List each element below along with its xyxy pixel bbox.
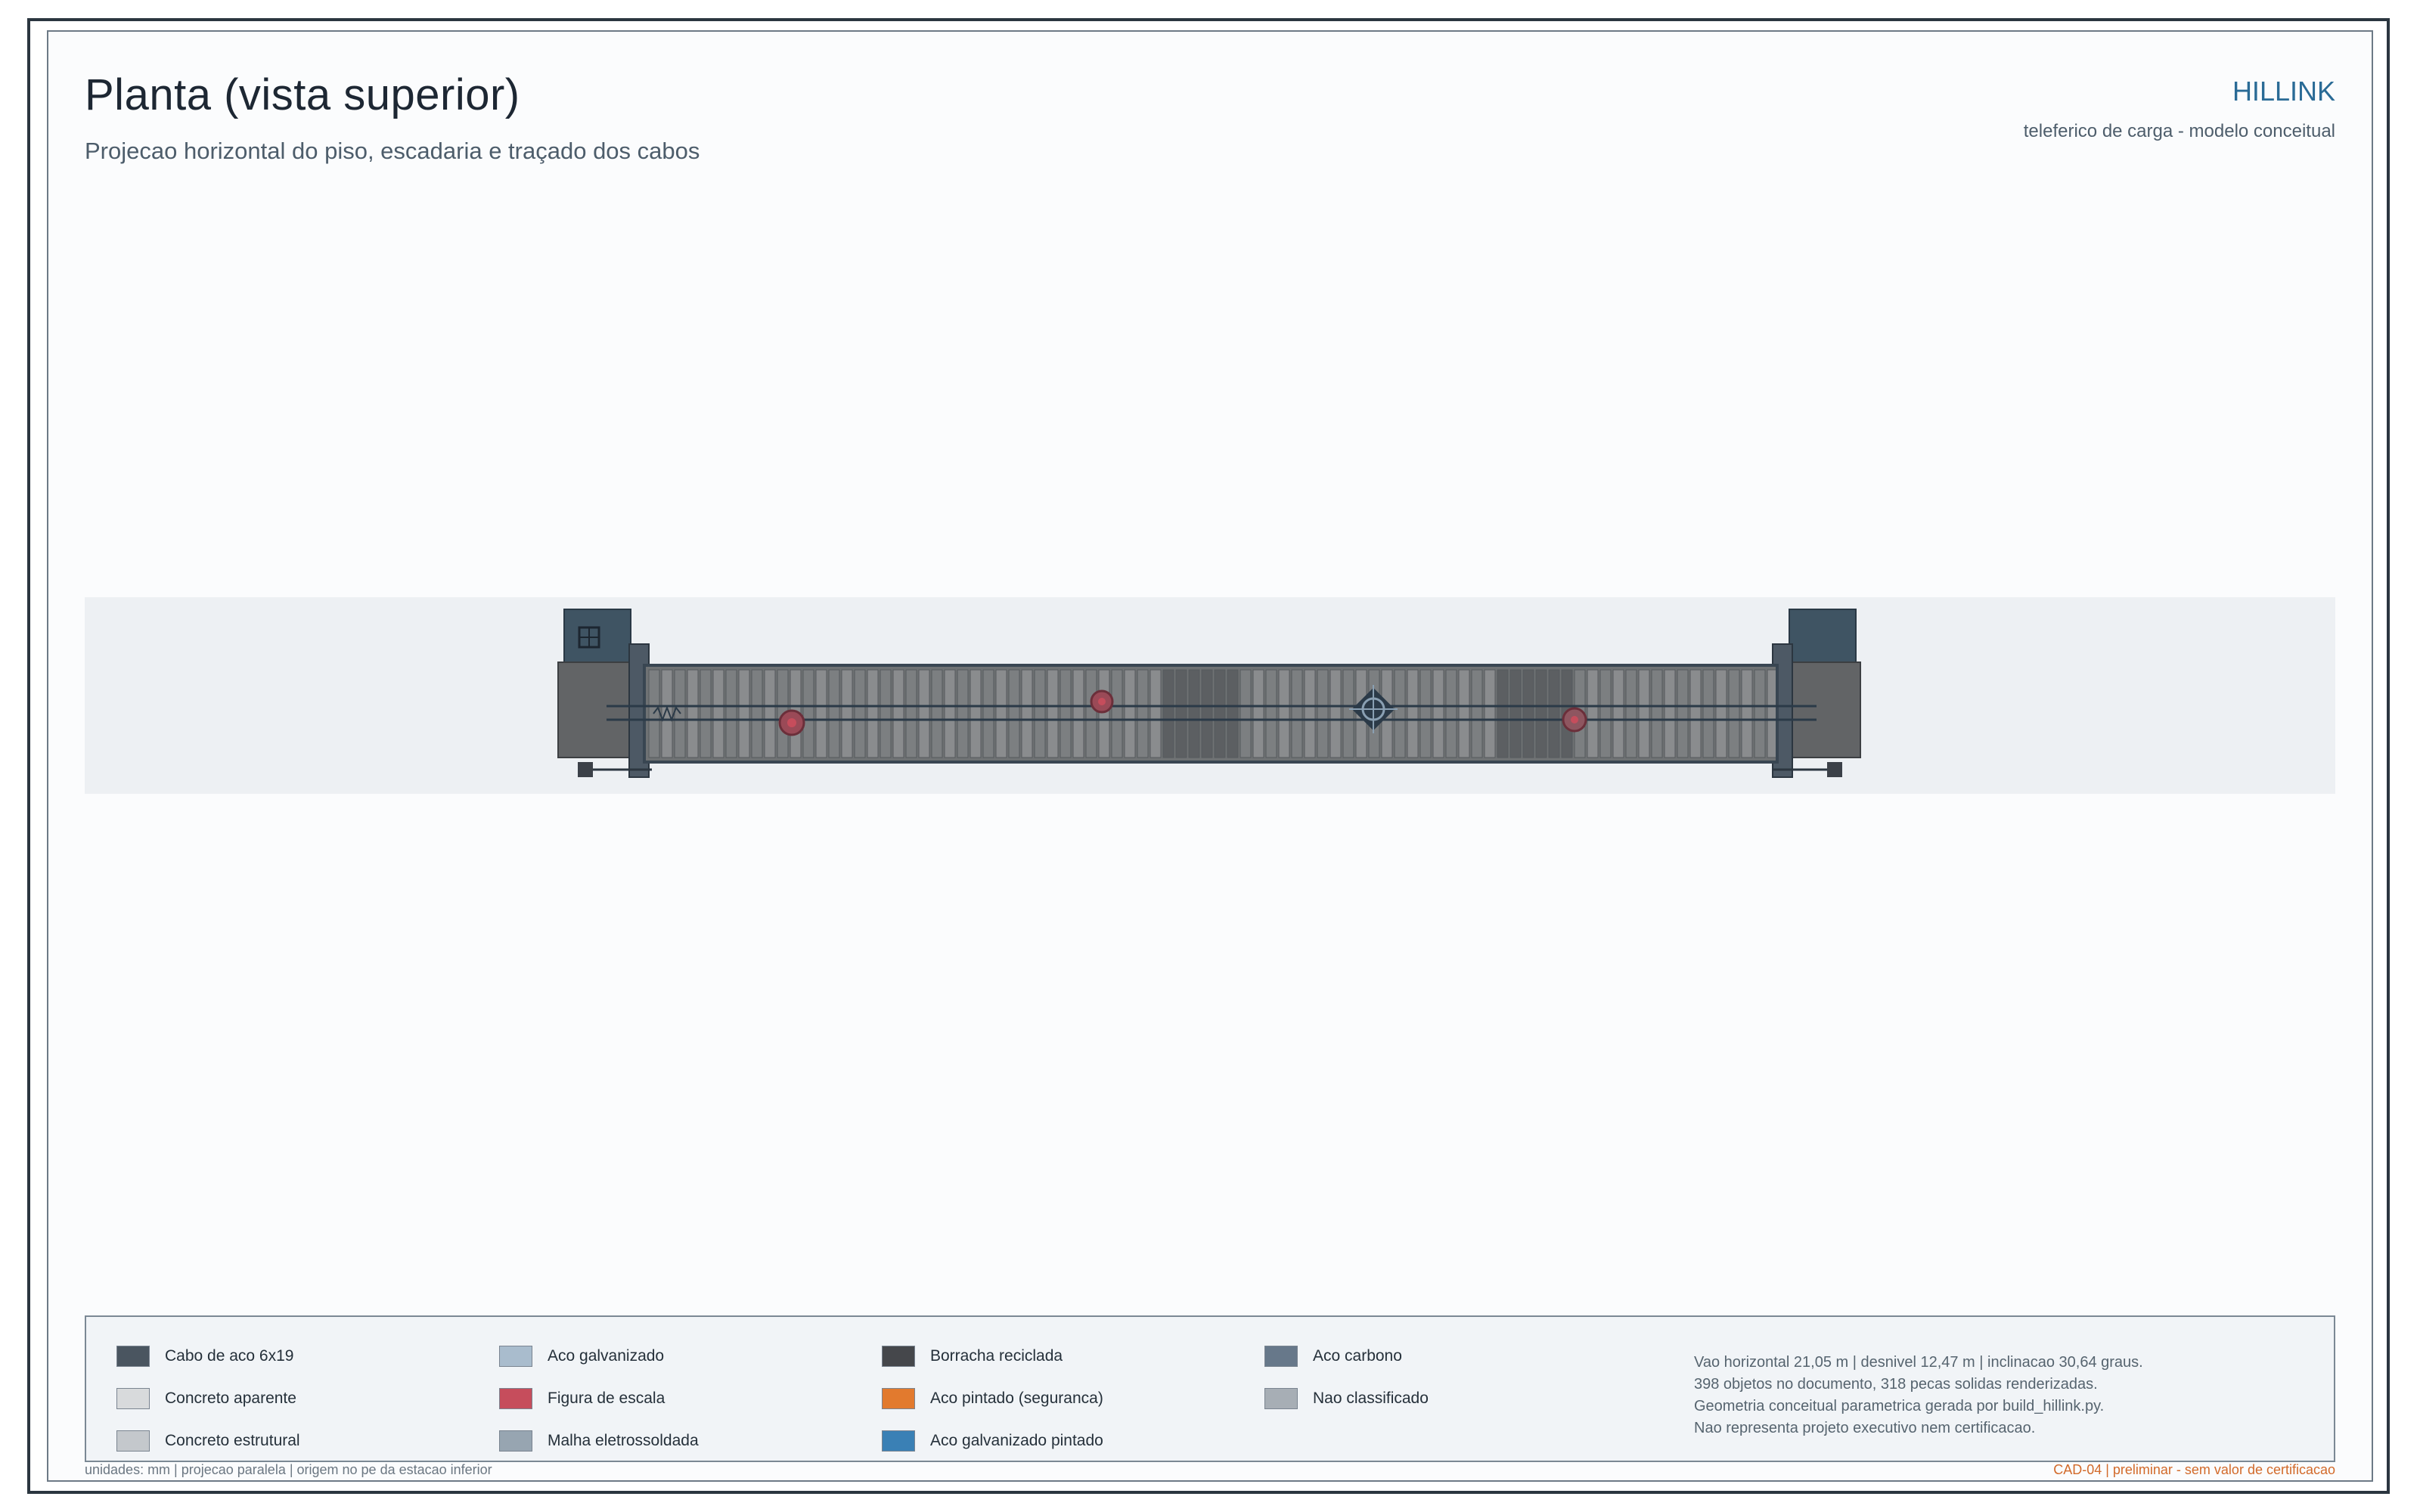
legend-item: Aco galvanizado	[499, 1344, 664, 1368]
cabin-carriage	[1349, 685, 1398, 733]
info-line: 398 objetos no documento, 318 pecas soli…	[1694, 1376, 2098, 1393]
page-title: Planta (vista superior)	[85, 70, 520, 119]
legend-swatch	[882, 1388, 915, 1409]
legend-label: Figura de escala	[548, 1390, 666, 1407]
legend-label: Borracha reciclada	[930, 1347, 1063, 1365]
brand-logo-text: HILLINK	[2232, 76, 2335, 107]
legend-swatch	[1264, 1388, 1298, 1409]
legend-swatch	[116, 1346, 150, 1367]
legend-item: Concreto estrutural	[116, 1429, 300, 1453]
legend-item: Nao classificado	[1264, 1387, 1429, 1411]
legend-label: Aco galvanizado	[548, 1347, 665, 1365]
page-subtitle: Projecao horizontal do piso, escadaria e…	[85, 138, 700, 164]
legend-label: Malha eletrossoldada	[548, 1432, 699, 1449]
deck-platform	[643, 664, 1779, 764]
scale-figures	[778, 689, 1587, 736]
legend-swatch	[882, 1346, 915, 1367]
info-line: Nao representa projeto executivo nem cer…	[1694, 1420, 2036, 1436]
legend-label: Cabo de aco 6x19	[165, 1347, 294, 1365]
footer-drawing-code: CAD-04 | preliminar - sem valor de certi…	[2053, 1462, 2335, 1477]
stair-treads	[648, 669, 1779, 758]
legend-swatch	[499, 1388, 532, 1409]
legend-item: Figura de escala	[499, 1387, 665, 1411]
legend-swatch	[1264, 1346, 1298, 1367]
legend-item: Cabo de aco 6x19	[116, 1344, 293, 1368]
legend-item: Aco carbono	[1264, 1344, 1402, 1368]
legend-item: Malha eletrossoldada	[499, 1429, 699, 1453]
drawing-area	[85, 597, 2335, 794]
lower-station	[557, 609, 652, 778]
info-notes: Vao horizontal 21,05 m | desnivel 12,47 …	[1694, 1352, 2314, 1439]
legend-item: Aco galvanizado pintado	[882, 1429, 1103, 1453]
legend-label: Aco carbono	[1313, 1347, 1402, 1365]
legend-item: Aco pintado (seguranca)	[882, 1387, 1103, 1411]
cable-lines	[607, 705, 1817, 721]
legend-swatch	[882, 1430, 915, 1452]
legend-swatch	[116, 1430, 150, 1452]
legend-label: Aco galvanizado pintado	[930, 1432, 1103, 1449]
brand-subtitle: teleferico de carga - modelo conceitual	[2023, 121, 2335, 141]
legend-swatch	[499, 1430, 532, 1452]
info-line: Geometria conceitual parametrica gerada …	[1694, 1398, 2105, 1414]
info-line: Vao horizontal 21,05 m | desnivel 12,47 …	[1694, 1354, 2143, 1371]
legend-item: Borracha reciclada	[882, 1344, 1063, 1368]
legend-label: Concreto estrutural	[165, 1432, 300, 1449]
legend-item: Concreto aparente	[116, 1387, 296, 1411]
footer-units-note: unidades: mm | projecao paralela | orige…	[85, 1462, 492, 1477]
legend-label: Concreto aparente	[165, 1390, 296, 1407]
cable-tensioner	[653, 705, 681, 722]
sheet-outer-border	[27, 18, 2390, 1494]
legend-label: Nao classificado	[1313, 1390, 1429, 1407]
legend-swatch	[499, 1346, 532, 1367]
legend-label: Aco pintado (seguranca)	[930, 1390, 1103, 1407]
upper-station	[1772, 609, 1861, 778]
plan-view-drawing	[557, 609, 1861, 778]
legend-swatch	[116, 1388, 150, 1409]
